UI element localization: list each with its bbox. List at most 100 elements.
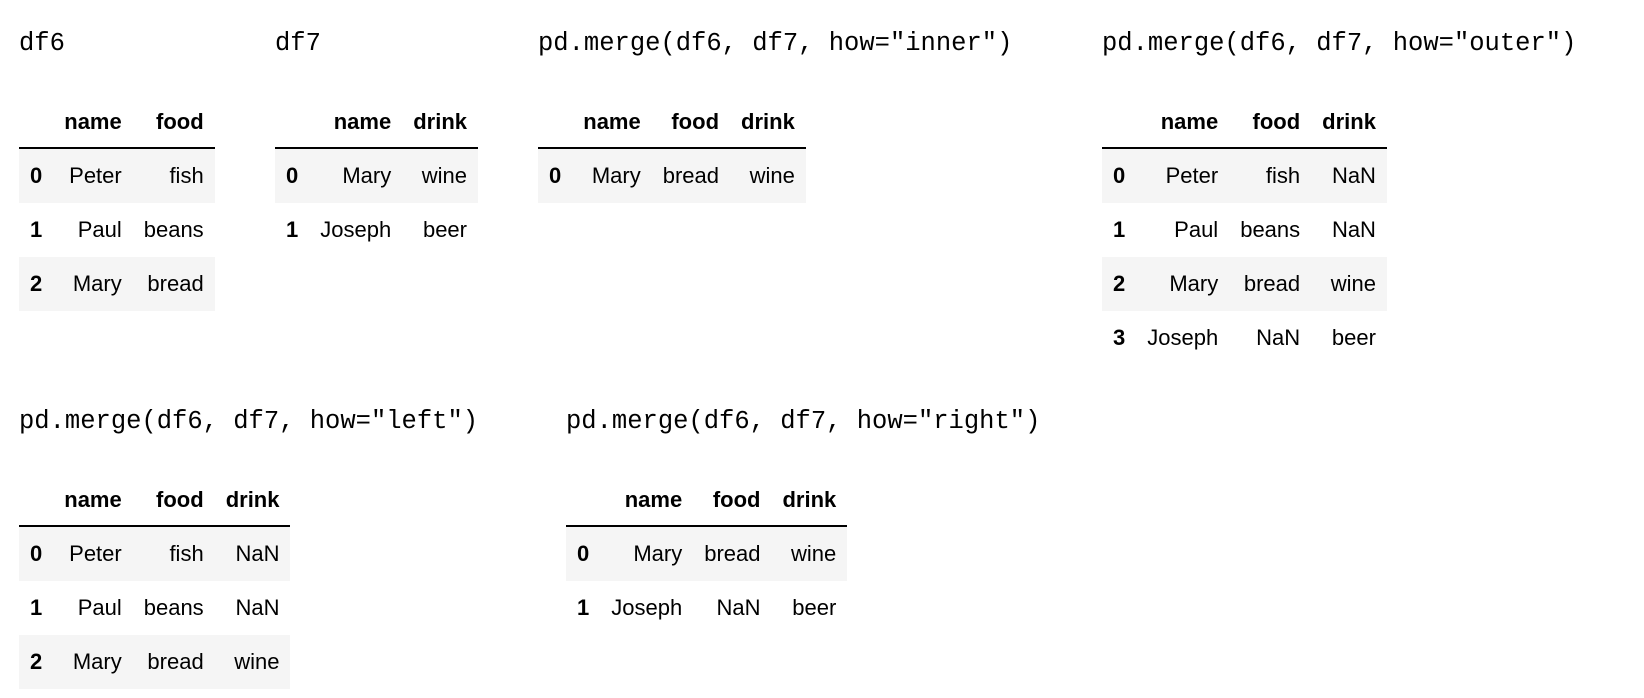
row-index: 2 <box>30 271 43 296</box>
dataframe-table: name drink 0 Mary wine 1 Joseph beer <box>275 97 478 257</box>
index-header <box>275 97 310 149</box>
row-index: 1 <box>577 595 590 620</box>
dataframe-table: name food drink 0 Peter fish NaN 1 Paul … <box>19 475 291 689</box>
dataframe-table: name food drink 0 Mary bread wine 1 Jose… <box>566 475 848 635</box>
table-header-row: name food drink <box>538 97 806 149</box>
table-cell: Mary <box>1169 271 1219 296</box>
table-cell: NaN <box>235 541 280 566</box>
column-header: name <box>600 475 694 527</box>
table-row: 0 Peter fish NaN <box>1102 148 1387 203</box>
table-cell: beans <box>143 217 204 242</box>
row-index: 0 <box>1113 163 1126 188</box>
column-header: drink <box>730 97 806 149</box>
row-index: 0 <box>30 541 43 566</box>
panel-caption: pd.merge(df6, df7, how="left") <box>19 407 479 436</box>
table-row: 2 Mary bread wine <box>1102 257 1387 311</box>
table-cell: bread <box>704 541 761 566</box>
panel-caption: pd.merge(df6, df7, how="inner") <box>538 29 1013 58</box>
table-cell: Joseph <box>320 217 392 242</box>
index-header <box>1102 97 1137 149</box>
table-row: 1 Joseph beer <box>275 203 478 257</box>
row-index: 3 <box>1113 325 1126 350</box>
table-cell: Paul <box>77 595 122 620</box>
table-header-row: name food <box>19 97 215 149</box>
table-cell: Paul <box>77 217 122 242</box>
row-index: 1 <box>1113 217 1126 242</box>
index-header <box>19 97 54 149</box>
row-index: 0 <box>286 163 299 188</box>
panel-merge-outer: pd.merge(df6, df7, how="outer") name foo… <box>1102 29 1576 365</box>
dataframe-table: name food drink 0 Peter fish NaN 1 Paul … <box>1102 97 1387 365</box>
panel-caption: pd.merge(df6, df7, how="outer") <box>1102 29 1577 58</box>
index-header <box>538 97 573 149</box>
table-cell: Peter <box>69 163 122 188</box>
table-cell: bread <box>1243 271 1301 296</box>
table-cell: beer <box>422 217 467 242</box>
table-row: 0 Mary wine <box>275 148 478 203</box>
table-header-row: name food drink <box>19 475 291 527</box>
column-header: drink <box>214 475 291 527</box>
panel-caption: df6 <box>19 29 65 58</box>
row-index: 1 <box>286 217 299 242</box>
table-cell: fish <box>169 163 204 188</box>
table-cell: NaN <box>1331 217 1376 242</box>
index-header <box>566 475 601 527</box>
column-header: drink <box>402 97 478 149</box>
table-cell: NaN <box>1331 163 1376 188</box>
table-cell: wine <box>791 541 837 566</box>
table-cell: beer <box>1331 325 1376 350</box>
table-cell: Peter <box>69 541 122 566</box>
table-header-row: name drink <box>275 97 478 149</box>
table-cell: Joseph <box>611 595 683 620</box>
row-index: 0 <box>577 541 590 566</box>
table-cell: Mary <box>633 541 683 566</box>
table-cell: beans <box>143 595 204 620</box>
table-cell: Mary <box>72 649 122 674</box>
table-header-row: name food drink <box>1102 97 1387 149</box>
table-cell: NaN <box>235 595 280 620</box>
panel-caption: pd.merge(df6, df7, how="right") <box>566 407 1041 436</box>
dataframe-table: name food drink 0 Mary bread wine <box>538 97 806 203</box>
table-header-row: name food drink <box>566 475 848 527</box>
table-row: 0 Peter fish NaN <box>19 526 291 581</box>
table-row: 1 Joseph NaN beer <box>566 581 848 635</box>
column-header: name <box>53 97 133 149</box>
table-cell: wine <box>749 163 795 188</box>
dataframe-table: name food 0 Peter fish 1 Paul beans 2 Ma… <box>19 97 215 311</box>
table-cell: beans <box>1240 217 1301 242</box>
column-header: food <box>132 97 215 149</box>
table-cell: Mary <box>591 163 641 188</box>
index-header <box>19 475 54 527</box>
row-index: 0 <box>549 163 562 188</box>
row-index: 0 <box>30 163 43 188</box>
column-header: food <box>693 475 772 527</box>
panel-df6: df6 name food 0 Peter fish 1 Paul beans … <box>19 29 215 311</box>
column-header: food <box>1229 97 1312 149</box>
table-cell: NaN <box>716 595 761 620</box>
table-cell: fish <box>169 541 204 566</box>
table-cell: bread <box>147 271 204 296</box>
table-row: 1 Paul beans NaN <box>1102 203 1387 257</box>
row-index: 2 <box>30 649 43 674</box>
table-row: 1 Paul beans NaN <box>19 581 291 635</box>
table-cell: fish <box>1265 163 1301 188</box>
table-row: 0 Peter fish <box>19 148 215 203</box>
row-index: 2 <box>1113 271 1126 296</box>
row-index: 1 <box>30 595 43 620</box>
table-cell: wine <box>1330 271 1376 296</box>
panel-df7: df7 name drink 0 Mary wine 1 Joseph beer <box>275 29 478 257</box>
table-row: 0 Mary bread wine <box>566 526 848 581</box>
table-cell: wine <box>421 163 467 188</box>
column-header: name <box>1136 97 1230 149</box>
panel-caption: df7 <box>275 29 321 58</box>
table-cell: bread <box>662 163 720 188</box>
table-cell: Peter <box>1165 163 1219 188</box>
column-header: name <box>572 97 652 149</box>
column-header: food <box>132 475 215 527</box>
column-header: food <box>651 97 731 149</box>
panel-merge-inner: pd.merge(df6, df7, how="inner") name foo… <box>538 29 1012 203</box>
column-header: drink <box>1311 97 1387 149</box>
column-header: drink <box>771 475 848 527</box>
table-cell: NaN <box>1256 325 1301 350</box>
table-cell: Mary <box>342 163 392 188</box>
